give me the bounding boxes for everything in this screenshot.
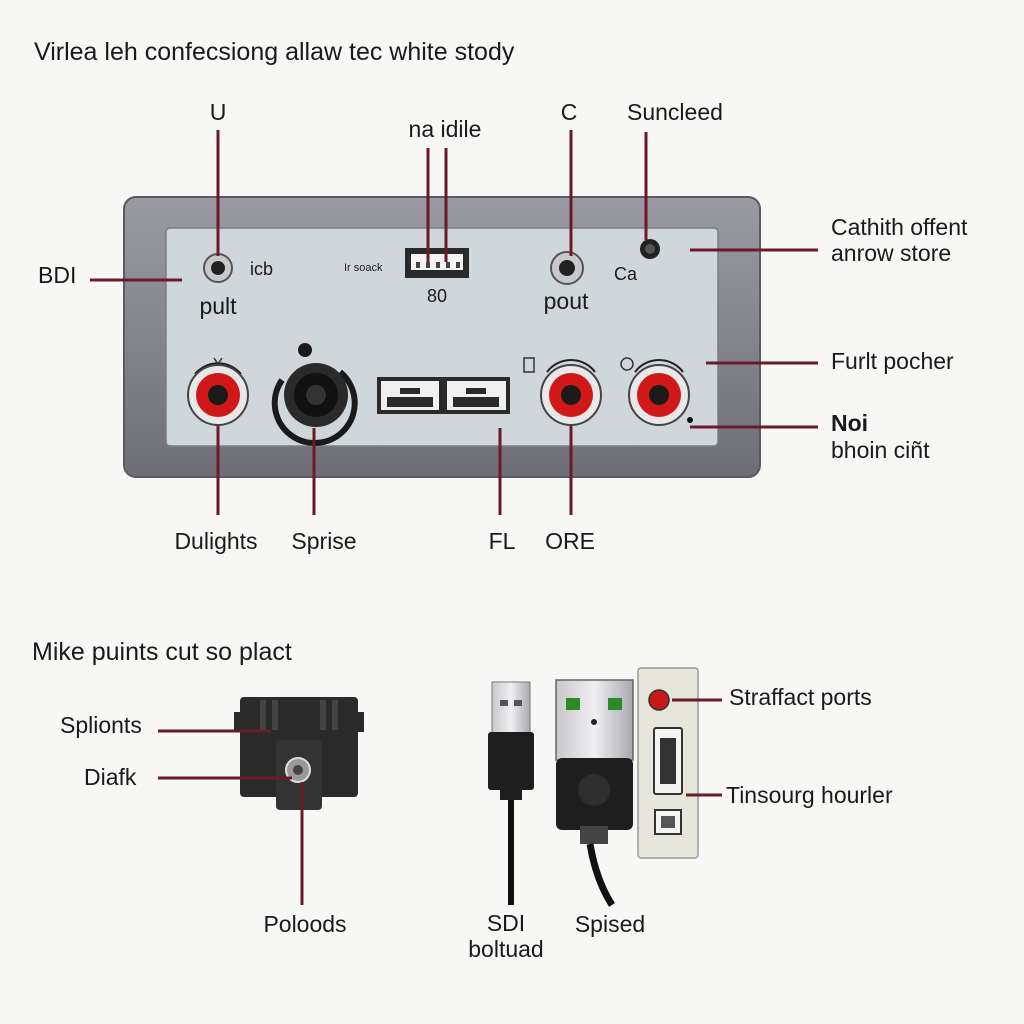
label-pout: pout — [543, 288, 589, 314]
jack-symbol-icons — [213, 357, 634, 373]
label-80: 80 — [426, 286, 448, 306]
label-u: U — [209, 99, 227, 125]
label-sprise: Sprise — [291, 528, 357, 554]
label-fl: FL — [488, 528, 516, 554]
port-board — [637, 667, 699, 859]
label-c: C — [560, 99, 578, 125]
rca-jack-right — [628, 359, 693, 426]
label-tinsourg-hourler: Tinsourg hourler — [726, 782, 893, 808]
label-bdi: BDI — [38, 262, 77, 288]
label-bhoin: bhoin ciñt — [831, 437, 930, 463]
label-cathith-line2: anrow store — [831, 240, 952, 266]
header-connector-80 — [405, 248, 469, 278]
usb-cable — [488, 681, 534, 905]
heading-bottom: Mike puints cut so plact — [32, 638, 292, 666]
pout-jack — [550, 251, 584, 285]
leader-lines-top — [90, 130, 818, 515]
label-splionts: Splionts — [60, 712, 142, 738]
label-noi: Noi — [831, 410, 869, 436]
usb-connector-large — [555, 679, 634, 907]
label-dulights: Dulights — [174, 528, 258, 554]
label-pult: pult — [199, 293, 237, 319]
leader-lines-bottom — [158, 698, 722, 905]
rca-jack-middle — [540, 359, 602, 426]
heading-top: Virlea leh confecsiong allaw tec white s… — [34, 38, 515, 66]
label-diafk: Diafk — [84, 764, 137, 790]
label-ir-soack: Ir soack — [344, 262, 383, 274]
label-ore: ORE — [545, 528, 595, 554]
label-furlt-pocher: Furlt pocher — [831, 348, 954, 374]
label-na-idile: na idile — [408, 116, 482, 142]
label-straffact-ports: Straffact ports — [729, 684, 872, 710]
rca-jack-left — [187, 362, 249, 426]
label-sdi-line2: boltuad — [468, 936, 544, 962]
label-spised: Spised — [574, 911, 646, 937]
label-icb: icb — [250, 259, 274, 279]
label-ca: Ca — [614, 264, 638, 284]
pult-jack — [203, 253, 233, 283]
ca-jack — [640, 239, 660, 259]
label-suncleed: Suncleed — [627, 99, 723, 125]
label-cathith-line1: Cathith offent — [831, 214, 968, 240]
socket-component — [234, 697, 364, 810]
label-poloods: Poloods — [263, 911, 347, 937]
ethernet-ports — [377, 377, 510, 414]
label-sdi-line1: SDI — [486, 910, 526, 936]
round-din-jack — [271, 343, 358, 446]
